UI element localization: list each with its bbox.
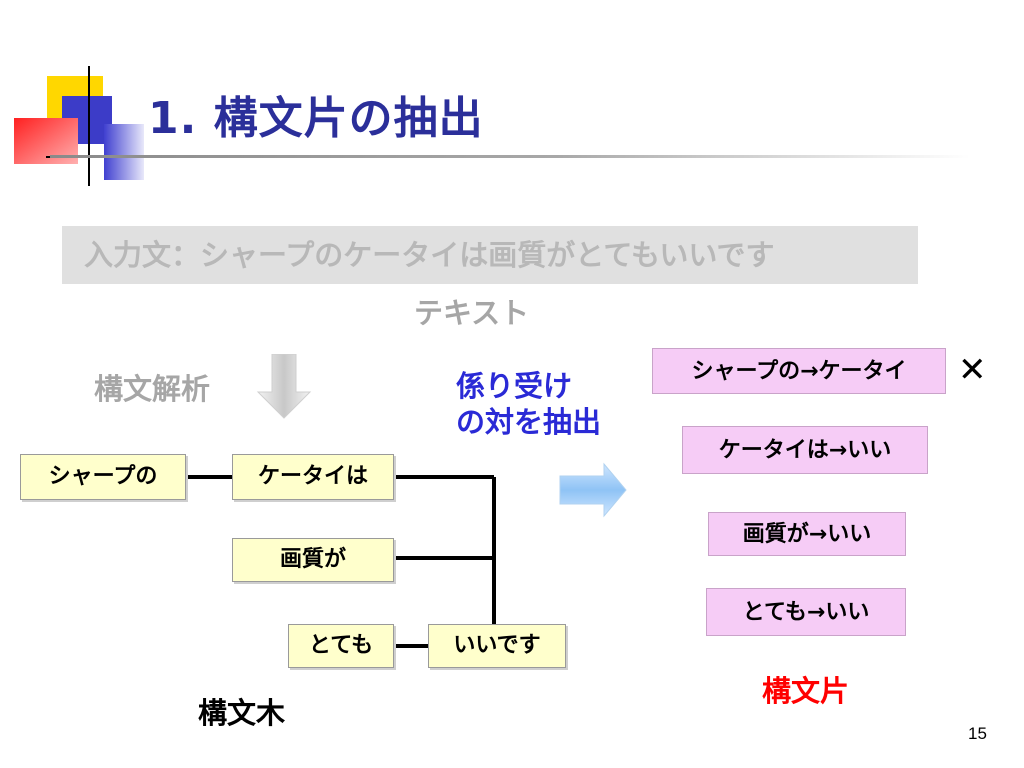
tree-node-gashitsu: 画質が [232,538,394,582]
deco-vertical-line [88,66,90,186]
fragment-totemo-ii: とても→いい [706,588,906,636]
input-sentence: 入力文：シャープのケータイは画質がとてもいいです [62,226,918,284]
title-underline [50,155,970,158]
right-arrow-icon [559,462,627,518]
extract-label-line1: 係り受け [456,369,573,403]
tree-node-iidesu: いいです [428,624,566,668]
text-label: テキスト [414,296,530,330]
tree-label: 構文木 [198,696,286,730]
fragment-sharp-keitai: シャープの→ケータイ [652,348,946,394]
page-title: 1. 構文片の抽出 [148,93,484,144]
cross-icon: ✕ [958,350,987,390]
deco-gradient-square [104,124,144,180]
tree-node-totemo: とても [288,624,394,668]
tree-node-sharp: シャープの [20,454,186,500]
extract-label-line2: の対を抽出 [456,405,602,439]
fragments-label: 構文片 [762,674,850,708]
page-number: 15 [968,724,987,743]
fragment-keitai-ii: ケータイは→いい [682,426,928,474]
down-arrow-icon [256,354,312,419]
fragment-gashitsu-ii: 画質が→いい [708,512,906,556]
tree-node-keitai: ケータイは [232,454,394,500]
parse-label: 構文解析 [94,372,211,406]
